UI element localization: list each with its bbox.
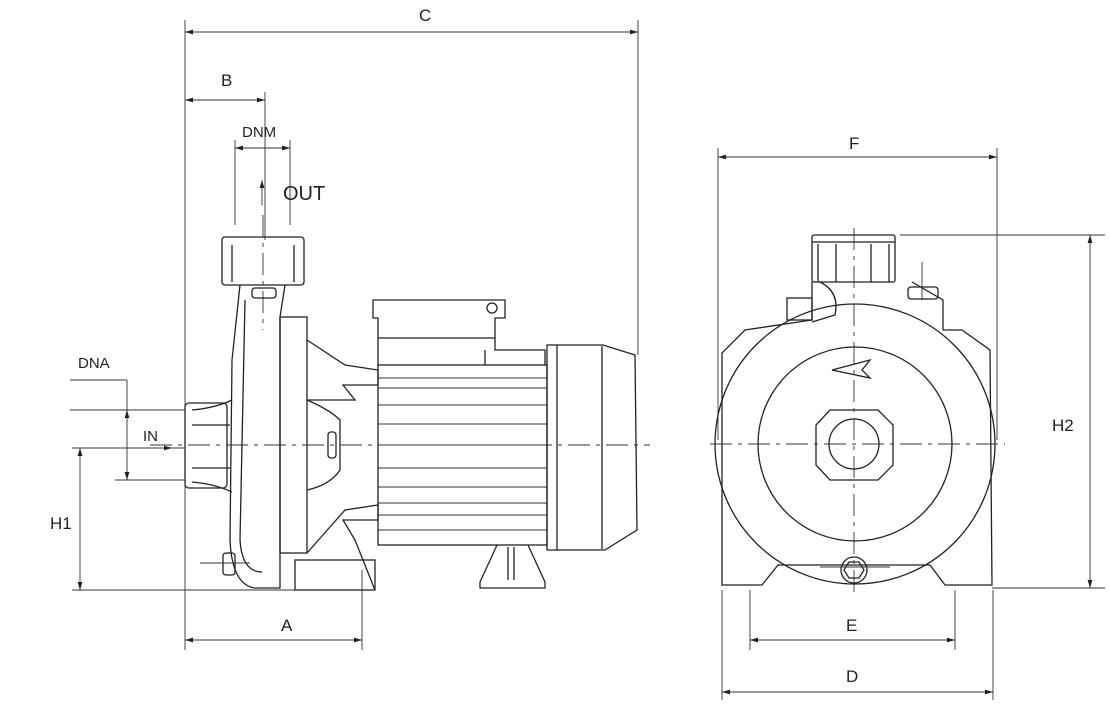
outlet-fitting-front [811,234,896,283]
flange-plate [279,316,308,554]
front-view: F H2 E D [710,134,1105,700]
label-in: IN [143,428,158,445]
label-f: F [849,134,859,153]
label-h2: H2 [1052,416,1074,435]
front-dimension-lines [718,154,1093,695]
pump-housing [184,236,379,591]
fan-cover [557,344,638,551]
volute-outer-circle [714,303,996,585]
label-dnm: DNM [242,124,276,141]
label-dna: DNA [78,355,110,372]
motor-body [377,364,548,546]
right-plug [907,286,939,300]
volute-casing [229,284,286,589]
upper-bracket [306,339,379,401]
drain-plug [222,552,236,576]
volute-inner-circle [757,346,953,542]
left-plug [786,297,813,321]
cooling-fins [378,377,547,531]
inlet-hex-nut [815,409,894,481]
dimension-lines [77,29,638,643]
extension-lines [70,20,639,650]
motor-foot [479,544,546,589]
label-c: C [419,6,431,25]
label-e: E [846,616,857,635]
pump-foot [294,559,376,591]
fan-cover-ring [546,344,558,551]
label-out: OUT [283,183,325,205]
outlet-fitting [221,236,305,286]
side-view: C B DNM OUT DNA IN H1 A [50,6,650,650]
lower-bracket [306,504,379,591]
drain-plug-front [840,556,868,584]
pump-front-body [714,234,996,586]
front-extension-lines [717,148,1105,700]
rotation-arrow [831,358,873,380]
motor [372,299,638,589]
label-h1: H1 [50,514,72,533]
label-a: A [281,616,293,635]
inlet-bore [828,418,880,470]
terminal-screw [486,302,498,314]
shaft-seal [327,431,337,459]
terminal-box [372,299,506,339]
label-b: B [221,71,232,90]
outlet-nut [251,287,277,299]
label-d: D [846,667,858,686]
inlet-flange [184,402,228,489]
